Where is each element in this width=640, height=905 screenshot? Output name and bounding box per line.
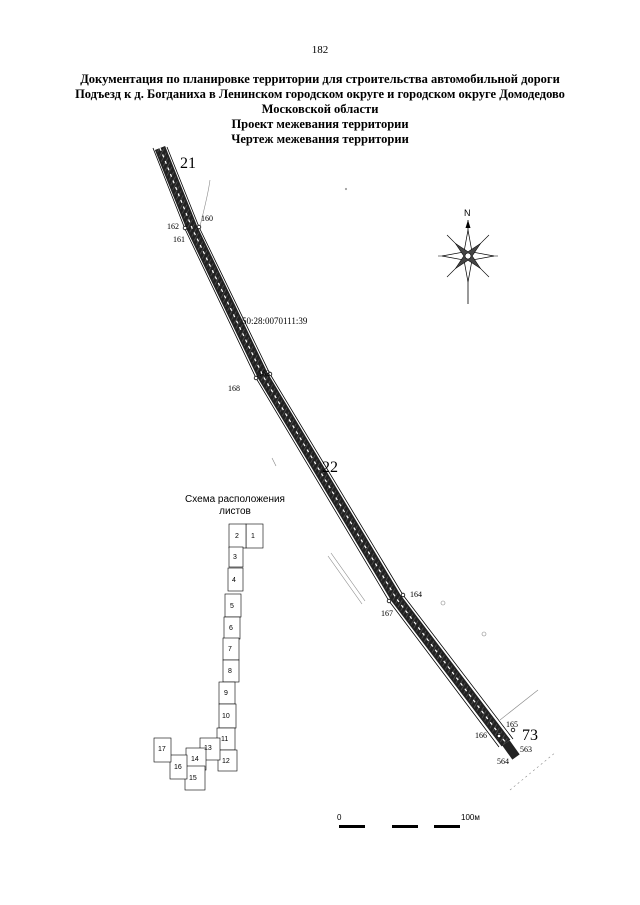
scheme-sheet-label-9: 9 — [224, 690, 228, 697]
scale-bar: 0 100м — [337, 813, 480, 828]
scheme-sheet-17 — [153, 737, 172, 763]
point-label-168: 168 — [228, 384, 240, 393]
scheme-sheet-label-1: 1 — [251, 533, 255, 540]
scheme-sheet-label-14: 14 — [191, 756, 199, 763]
sheet-scheme-title-line-1: Схема расположения — [185, 494, 285, 505]
scheme-sheet-label-6: 6 — [229, 625, 233, 632]
point-label-563: 563 — [520, 745, 532, 754]
document-title: Документация по планировке территории дл… — [30, 72, 610, 147]
scale-start: 0 — [337, 813, 342, 822]
boundary-point-markers — [182, 224, 516, 739]
title-line-2: Подъезд к д. Богданиха в Ленинском город… — [75, 87, 565, 101]
road-corridor — [152, 145, 520, 760]
point-label-164: 164 — [410, 590, 422, 599]
scheme-sheet-label-8: 8 — [228, 668, 232, 675]
title-line-5: Чертеж межевания территории — [231, 132, 409, 146]
point-label-166: 166 — [475, 731, 487, 740]
scheme-sheet-label-3: 3 — [233, 554, 237, 561]
background-linework — [199, 179, 557, 791]
point-labels: 160 162 161 163 168 164 167 165 166 563 … — [167, 214, 532, 766]
sheet-label-21: 21 — [180, 155, 196, 172]
point-label-161: 161 — [173, 235, 185, 244]
scale-end: 100м — [461, 813, 480, 822]
scheme-sheet-4 — [227, 567, 244, 592]
scheme-sheet-label-2: 2 — [235, 533, 239, 540]
scheme-sheet-label-4: 4 — [232, 577, 236, 584]
cadastral-number: 50:28:0070111:39 — [242, 316, 308, 326]
compass-rose: N — [438, 208, 498, 304]
north-label: N — [464, 208, 471, 218]
sheet-scheme-title-line-2: листов — [219, 506, 251, 517]
point-label-165: 165 — [506, 720, 518, 729]
scheme-sheet-label-15: 15 — [189, 775, 197, 782]
sheet-layout-scheme: 1 2 3 4 5 6 7 8 9 10 11 12 13 14 15 16 1… — [153, 523, 264, 791]
sheet-label-73: 73 — [522, 727, 538, 744]
page-number: 182 — [311, 44, 329, 56]
scheme-sheet-label-16: 16 — [174, 764, 182, 771]
sheet-scheme-title: Схема расположения листов — [155, 494, 315, 518]
scheme-sheet-label-10: 10 — [222, 713, 230, 720]
scheme-sheet-label-17: 17 — [158, 746, 166, 753]
scheme-sheet-16 — [169, 754, 188, 780]
scheme-sheet-12 — [217, 749, 238, 772]
scheme-sheet-3 — [228, 546, 244, 568]
point-label-160: 160 — [201, 214, 213, 223]
scheme-sheet-label-13: 13 — [204, 745, 212, 752]
scheme-sheet-label-12: 12 — [222, 758, 230, 765]
point-label-162: 162 — [167, 222, 179, 231]
scheme-sheet-label-11: 11 — [221, 736, 228, 743]
point-label-564: 564 — [497, 757, 509, 766]
point-label-163: 163 — [258, 369, 270, 378]
scheme-sheet-label-7: 7 — [228, 646, 232, 653]
sheet-label-22: 22 — [322, 459, 338, 476]
scheme-sheet-label-5: 5 — [230, 603, 234, 610]
title-line-4: Проект межевания территории — [231, 117, 409, 131]
title-line-3: Московской области — [261, 102, 379, 116]
point-label-167: 167 — [381, 609, 393, 618]
title-line-1: Документация по планировке территории дл… — [80, 72, 560, 86]
